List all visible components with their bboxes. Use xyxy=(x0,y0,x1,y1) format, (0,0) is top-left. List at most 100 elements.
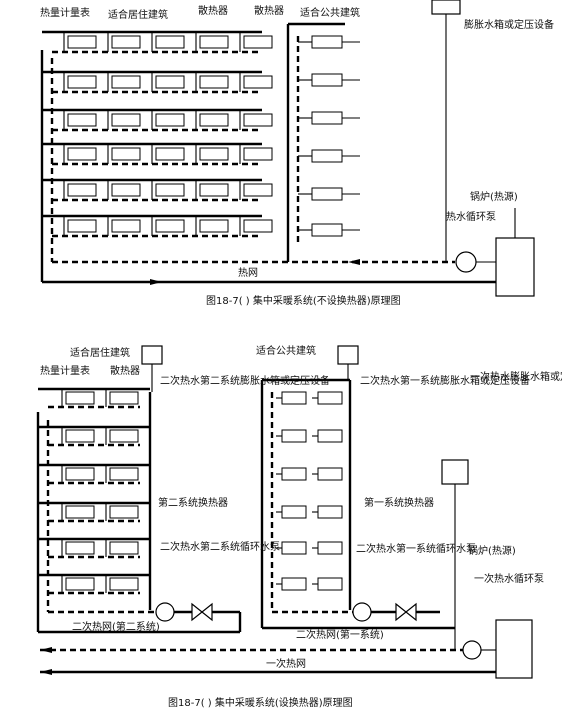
radiator xyxy=(243,183,273,197)
radiator xyxy=(65,391,95,405)
radiator xyxy=(317,541,343,555)
expansion-tank-first xyxy=(337,345,359,365)
radiator xyxy=(311,187,343,201)
label-net-left: 二次热网(第二系统) xyxy=(72,620,160,633)
label-radiator-b: 散热器 xyxy=(110,364,140,377)
label-radiator: 散热器 xyxy=(198,4,228,17)
radiator xyxy=(243,219,273,233)
radiator xyxy=(155,219,185,233)
radiator xyxy=(109,505,139,519)
radiator xyxy=(311,35,343,49)
radiator xyxy=(155,35,185,49)
radiator xyxy=(199,219,229,233)
expansion-tank xyxy=(431,0,461,15)
label-residential-b: 适合居住建筑 xyxy=(70,346,130,359)
radiator xyxy=(111,183,141,197)
label-meter-b: 热量计量表 xyxy=(40,364,90,377)
pump-first xyxy=(352,602,372,622)
residential-radiator-rows xyxy=(38,387,150,595)
radiator xyxy=(155,113,185,127)
radiator xyxy=(111,147,141,161)
radiator xyxy=(243,75,273,89)
heat-exchanger-second xyxy=(191,602,213,622)
label-pump-right: 二次热水第一系统循环水泵 xyxy=(356,542,476,555)
label-expansion: 膨胀水箱或定压设备 xyxy=(464,18,554,31)
label-radiator-2: 散热器 xyxy=(254,4,284,17)
pump-second xyxy=(155,602,175,622)
radiator xyxy=(281,429,307,443)
radiator xyxy=(311,111,343,125)
caption-a: 图18-7( ) 集中采暖系统(不设换热器)原理图 xyxy=(206,294,401,307)
radiator xyxy=(281,467,307,481)
radiator xyxy=(281,577,307,591)
expansion-tank-primary xyxy=(441,459,469,485)
boiler xyxy=(495,237,535,297)
radiator xyxy=(65,577,95,591)
radiator xyxy=(67,113,97,127)
radiator xyxy=(65,467,95,481)
circulation-pump xyxy=(455,251,477,273)
flow-arrow xyxy=(40,669,52,675)
radiator xyxy=(243,147,273,161)
radiator xyxy=(317,391,343,405)
radiator xyxy=(111,75,141,89)
label-boiler: 锅炉(热源) xyxy=(470,190,518,203)
label-pump: 热水循环泵 xyxy=(446,210,496,223)
radiator xyxy=(311,149,343,163)
radiator xyxy=(317,467,343,481)
radiator xyxy=(65,541,95,555)
radiator xyxy=(199,75,229,89)
radiator xyxy=(67,147,97,161)
radiator xyxy=(281,391,307,405)
flow-arrow xyxy=(348,259,360,265)
flow-arrow xyxy=(40,647,52,653)
residential-radiator-rows xyxy=(42,30,273,238)
public-radiator-column xyxy=(298,35,360,237)
radiator xyxy=(317,429,343,443)
public-radiator-column xyxy=(276,391,343,591)
radiator xyxy=(67,75,97,89)
label-public-b: 适合公共建筑 xyxy=(256,344,316,357)
label-public: 适合公共建筑 xyxy=(300,6,360,19)
radiator xyxy=(109,467,139,481)
caption-b: 图18-7( ) 集中采暖系统(设换热器)原理图 xyxy=(168,696,353,709)
radiator xyxy=(109,541,139,555)
radiator xyxy=(67,183,97,197)
radiator xyxy=(109,577,139,591)
radiator xyxy=(109,429,139,443)
label-pump-left: 二次热水第二系统循环水泵 xyxy=(160,540,280,553)
radiator xyxy=(199,113,229,127)
radiator xyxy=(111,113,141,127)
radiator xyxy=(243,35,273,49)
radiator xyxy=(155,75,185,89)
label-exp2-left: 二次热水第二系统膨胀水箱或定压设备 xyxy=(160,374,330,387)
radiator xyxy=(243,113,273,127)
label-exp1: 一次热水膨胀水箱或定压设备 xyxy=(470,370,562,383)
radiator xyxy=(111,35,141,49)
boiler xyxy=(495,619,533,679)
radiator xyxy=(109,391,139,405)
flow-arrow xyxy=(150,279,162,285)
label-pump-primary: 一次热水循环泵 xyxy=(474,572,544,585)
label-boiler-b: 锅炉(热源) xyxy=(468,544,516,557)
radiator xyxy=(311,223,343,237)
label-hx-right: 第一系统换热器 xyxy=(364,496,434,509)
figure-a: 热量计量表 适合居住建筑 散热器 散热器 适合公共建筑 膨胀水箱或定压设备 锅炉… xyxy=(40,0,554,307)
radiator xyxy=(155,183,185,197)
radiator xyxy=(311,73,343,87)
radiator xyxy=(317,505,343,519)
radiator xyxy=(199,147,229,161)
radiator xyxy=(65,429,95,443)
radiator xyxy=(199,35,229,49)
label-hx-left: 第二系统换热器 xyxy=(158,496,228,509)
label-meter: 热量计量表 xyxy=(40,6,90,19)
radiator xyxy=(65,505,95,519)
label-residential: 适合居住建筑 xyxy=(108,8,168,21)
radiator xyxy=(281,505,307,519)
label-net-primary: 一次热网 xyxy=(266,657,306,670)
heat-exchanger-first xyxy=(395,602,417,622)
radiator xyxy=(199,183,229,197)
radiator xyxy=(111,219,141,233)
radiator xyxy=(281,541,307,555)
